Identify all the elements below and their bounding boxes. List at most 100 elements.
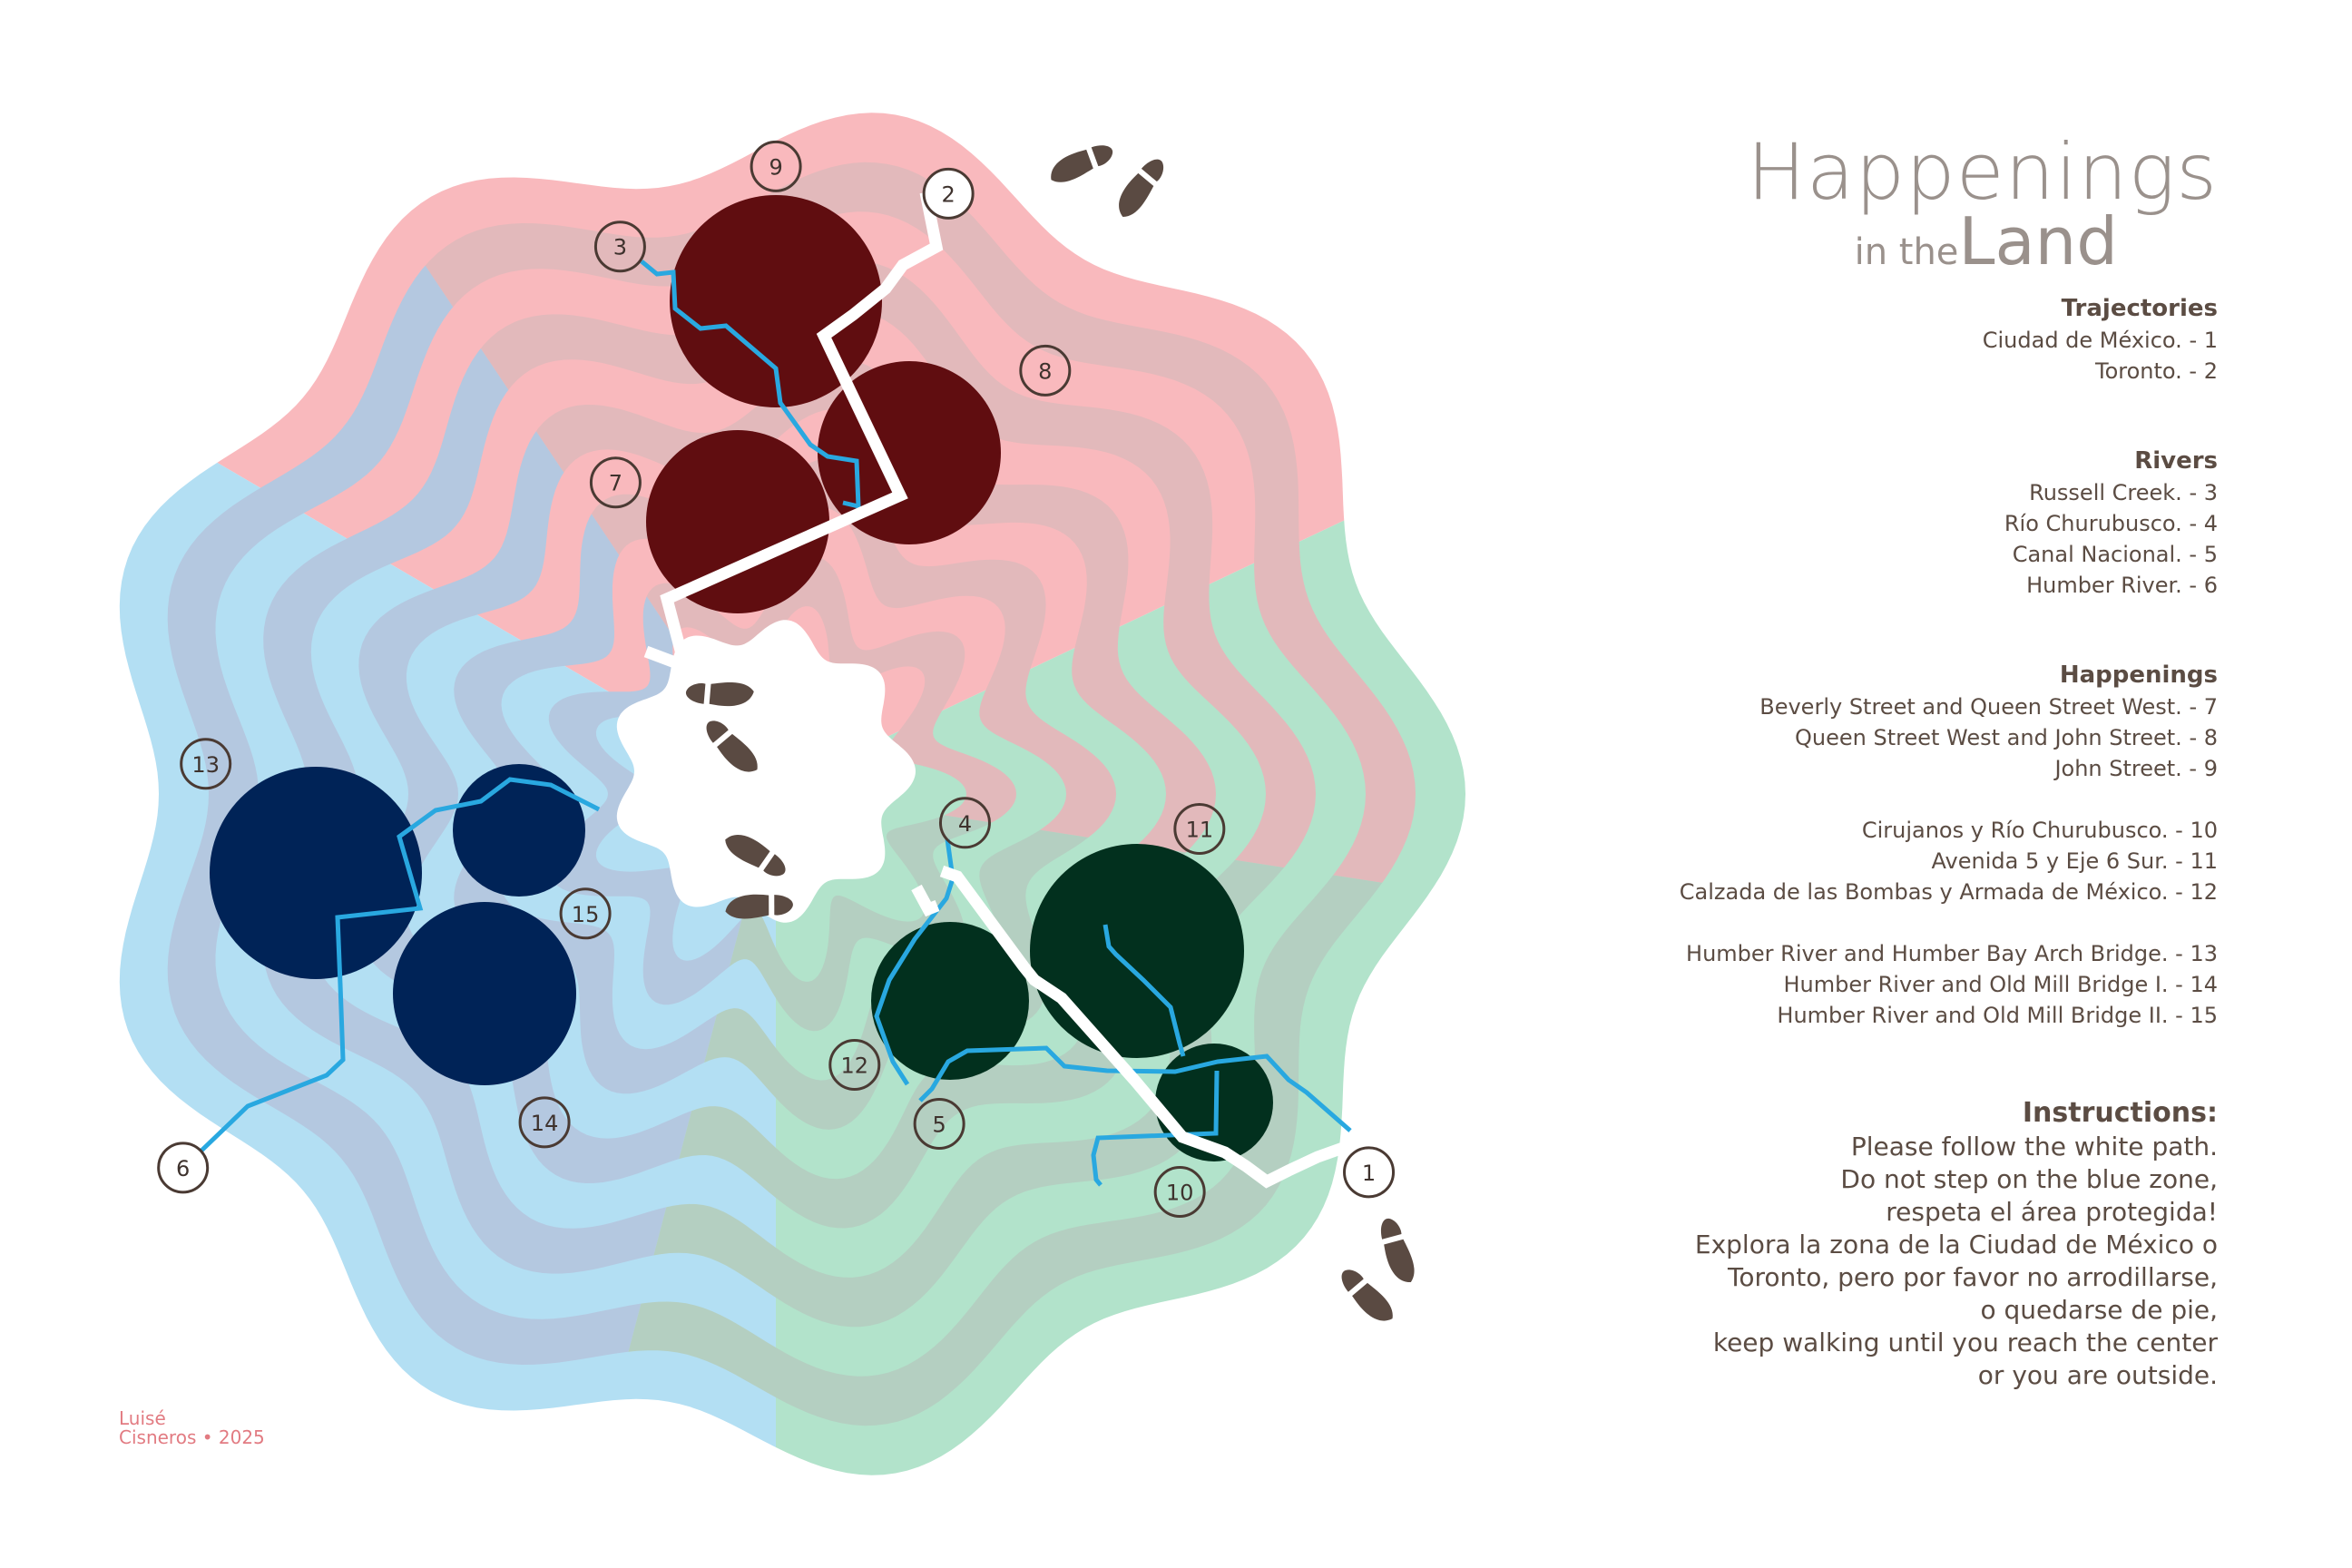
marker-circle-icon <box>922 167 975 220</box>
marker-15[interactable]: 15 <box>559 887 612 940</box>
legend-happenings: Happenings Beverly Street and Queen Stre… <box>1401 659 2218 1031</box>
marker-circle-icon <box>589 456 642 509</box>
happenings-toronto <box>646 195 1001 613</box>
marker-11[interactable]: 11 <box>1173 802 1226 855</box>
happening-15[interactable] <box>453 764 585 897</box>
white-path <box>643 191 1346 1189</box>
marker-10[interactable]: 10 <box>1153 1166 1206 1219</box>
instruction-line: Do not step on the blue zone, <box>1840 1164 2218 1194</box>
instruction-line: Explora la zona de la Ciudad de México o <box>1694 1230 2218 1259</box>
marker-3[interactable]: 3 <box>593 220 646 273</box>
river-russell-creek[interactable] <box>640 260 861 510</box>
title-happenings: Happenings <box>1747 127 2218 218</box>
marker-number: 10 <box>1166 1181 1194 1206</box>
credit-line-1: Luisé <box>119 1407 166 1429</box>
legend-item: Beverly Street and Queen Street West. - … <box>1759 694 2218 720</box>
instruction-line: respeta el área protegida! <box>1886 1197 2218 1227</box>
marker-number: 9 <box>769 154 782 180</box>
marker-circle-icon <box>1019 344 1072 397</box>
happening-7[interactable] <box>646 430 829 613</box>
marker-number: 13 <box>191 752 220 778</box>
marker-number: 2 <box>941 181 955 207</box>
marker-7[interactable]: 7 <box>589 456 642 509</box>
legend-instructions: Instructions: Please follow the white pa… <box>1401 1096 2218 1392</box>
marker-number: 14 <box>531 1111 559 1136</box>
instruction-line: Please follow the white path. <box>1850 1132 2218 1161</box>
marker-circle-icon <box>593 220 646 273</box>
marker-circle-icon <box>828 1038 881 1091</box>
marker-circle-icon <box>750 140 802 192</box>
footprint-icon <box>706 720 758 772</box>
marker-circle-icon <box>180 738 232 790</box>
river-canal-nacional-branch[interactable] <box>1102 924 1186 1057</box>
marker-circle-icon <box>1153 1166 1206 1219</box>
marker-9[interactable]: 9 <box>750 140 802 192</box>
trajectory-mexico-path[interactable] <box>939 865 1346 1189</box>
zone-stripe-layer <box>167 162 1416 1426</box>
marker-number: 6 <box>176 1156 190 1181</box>
legend-rivers: Rivers Russell Creek. - 3 Río Churubusco… <box>1401 445 2218 601</box>
instruction-line: or you are outside. <box>1977 1360 2218 1390</box>
title-in-the: in the <box>1854 231 1959 273</box>
marker-6[interactable]: 6 <box>157 1142 210 1194</box>
marker-12[interactable]: 12 <box>828 1038 881 1091</box>
legend-item: Queen Street West and John Street. - 8 <box>1795 725 2218 750</box>
marker-4[interactable]: 4 <box>938 797 991 849</box>
marker-1[interactable]: 1 <box>1343 1146 1396 1199</box>
footprint-icon <box>1051 145 1113 182</box>
marker-13[interactable]: 13 <box>180 738 232 790</box>
legend-trajectories: Trajectories Ciudad de México. - 1 Toron… <box>1401 292 2218 387</box>
footprint-icon <box>1119 159 1164 217</box>
marker-5[interactable]: 5 <box>913 1097 965 1150</box>
marker-number: 11 <box>1186 817 1214 842</box>
legend-item: Avenida 5 y Eje 6 Sur. - 11 <box>1931 848 2218 874</box>
legend-item: Humber River and Old Mill Bridge II. - 1… <box>1777 1003 2218 1028</box>
happening-11[interactable] <box>1030 844 1244 1058</box>
legend-item: Río Churubusco. - 4 <box>2004 511 2218 536</box>
legend-item: John Street. - 9 <box>2054 756 2218 781</box>
marker-14[interactable]: 14 <box>518 1096 571 1149</box>
legend-item: Humber River and Humber Bay Arch Bridge.… <box>1686 941 2218 966</box>
marker-circle-icon <box>938 797 991 849</box>
river-canal-nacional-branch-2[interactable] <box>1091 1070 1220 1187</box>
marker-number: 8 <box>1038 358 1052 384</box>
marker-2[interactable]: 2 <box>922 167 975 220</box>
river-canal-nacional[interactable] <box>918 1045 1352 1132</box>
marker-number: 4 <box>958 811 972 837</box>
legend-item: Humber River. - 6 <box>2026 573 2218 598</box>
marker-circle-icon <box>1173 802 1226 855</box>
footprint-icon <box>1380 1218 1415 1283</box>
heading-instructions: Instructions: <box>2022 1097 2218 1129</box>
trajectory-toronto-path[interactable] <box>660 191 944 666</box>
footprint-icon <box>725 835 786 877</box>
marker-number: 7 <box>609 471 622 496</box>
marker-number: 12 <box>841 1053 869 1078</box>
trajectory-mexico-spur[interactable] <box>911 884 940 917</box>
credit-line-2: Cisneros • 2025 <box>119 1426 265 1448</box>
instruction-line: keep walking until you reach the center <box>1712 1328 2218 1357</box>
happening-14[interactable] <box>393 902 576 1085</box>
marker-number: 5 <box>932 1112 946 1137</box>
happening-12[interactable] <box>871 922 1029 1080</box>
footprints <box>686 145 1415 1321</box>
instruction-line: o quedarse de pie, <box>1980 1295 2218 1325</box>
trajectory-toronto-spur[interactable] <box>643 645 690 673</box>
marker-circle-icon <box>913 1097 965 1150</box>
legend-item: Cirujanos y Río Churubusco. - 10 <box>1861 818 2218 843</box>
legend-item: Toronto. - 2 <box>2095 358 2218 384</box>
marker-number: 15 <box>572 902 600 927</box>
happening-13[interactable] <box>210 767 422 979</box>
heading-trajectories: Trajectories <box>2061 295 2218 322</box>
marker-number: 1 <box>1362 1161 1376 1186</box>
marker-circle-icon <box>157 1142 210 1194</box>
instruction-line: Toronto, pero por favor no arrodillarse, <box>1727 1262 2218 1292</box>
legend-item: Ciudad de México. - 1 <box>1982 328 2218 353</box>
heading-happenings: Happenings <box>2059 662 2218 689</box>
river-rio-churubusco[interactable] <box>874 838 956 1086</box>
legend-item: Russell Creek. - 3 <box>2029 480 2218 505</box>
river-humber[interactable] <box>200 777 601 1152</box>
marker-8[interactable]: 8 <box>1019 344 1072 397</box>
marker-circle-icon <box>559 887 612 940</box>
